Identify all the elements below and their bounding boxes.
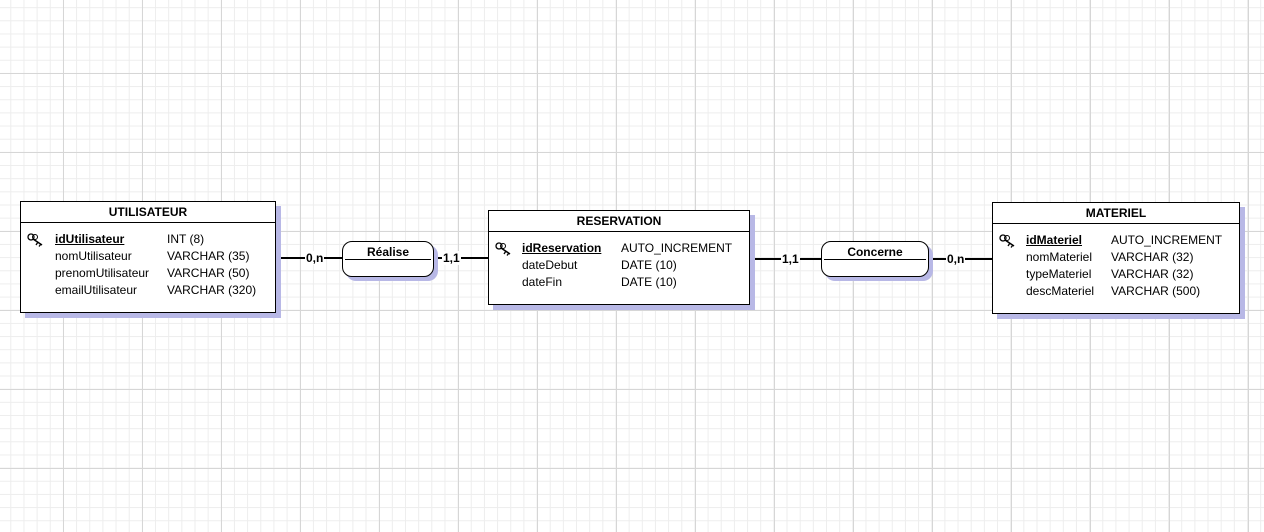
entity-reservation[interactable]: RESERVATION idReservation AUTO_INCREMENT… [488, 210, 750, 305]
attribute-row: descMateriel VARCHAR (500) [993, 283, 1239, 300]
attribute-row: idReservation AUTO_INCREMENT [489, 240, 749, 257]
key-icon [999, 234, 1015, 248]
attribute-name: dateFin [522, 275, 563, 289]
cardinality-utilisateur-realise: 0,n [305, 251, 325, 265]
attribute-name: typeMateriel [1026, 267, 1092, 281]
attribute-row: typeMateriel VARCHAR (32) [993, 266, 1239, 283]
entity-attributes: idMateriel AUTO_INCREMENT nomMateriel VA… [993, 224, 1239, 300]
attribute-type: INT (8) [167, 232, 205, 246]
entity-utilisateur[interactable]: UTILISATEUR idUtilisateur INT (8) nomUti… [20, 201, 276, 313]
attribute-row: emailUtilisateur VARCHAR (320) [21, 282, 275, 299]
cardinality-realise-reservation: 1,1 [442, 251, 461, 265]
attribute-name: descMateriel [1026, 284, 1095, 298]
attribute-name: dateDebut [522, 258, 578, 272]
attribute-type: VARCHAR (32) [1111, 267, 1194, 281]
entity-title: UTILISATEUR [21, 202, 275, 223]
entity-attributes: idUtilisateur INT (8) nomUtilisateur VAR… [21, 223, 275, 299]
attribute-type: VARCHAR (320) [167, 283, 257, 297]
attribute-type: VARCHAR (35) [167, 249, 250, 263]
attribute-name: nomMateriel [1026, 250, 1093, 264]
attribute-name: nomUtilisateur [55, 249, 132, 263]
attribute-row: idMateriel AUTO_INCREMENT [993, 232, 1239, 249]
primary-key-name: idReservation [522, 241, 602, 255]
attribute-row: nomUtilisateur VARCHAR (35) [21, 248, 275, 265]
attribute-type: VARCHAR (32) [1111, 250, 1194, 264]
association-concerne[interactable]: Concerne [821, 241, 929, 277]
attribute-type: VARCHAR (50) [167, 266, 250, 280]
attribute-type: AUTO_INCREMENT [621, 241, 733, 255]
cardinality-concerne-materiel: 0,n [946, 252, 966, 266]
primary-key-name: idMateriel [1026, 233, 1083, 247]
attribute-name: prenomUtilisateur [55, 266, 150, 280]
entity-attributes: idReservation AUTO_INCREMENT dateDebut D… [489, 232, 749, 291]
association-title: Concerne [824, 242, 926, 260]
attribute-type: DATE (10) [621, 275, 677, 289]
attribute-row: dateFin DATE (10) [489, 274, 749, 291]
key-icon [495, 242, 511, 256]
attribute-row: prenomUtilisateur VARCHAR (50) [21, 265, 275, 282]
attribute-row: nomMateriel VARCHAR (32) [993, 249, 1239, 266]
association-title: Réalise [345, 242, 431, 260]
attribute-type: VARCHAR (500) [1111, 284, 1201, 298]
entity-title: RESERVATION [489, 211, 749, 232]
link-realise-reservation [434, 257, 489, 259]
attribute-row: dateDebut DATE (10) [489, 257, 749, 274]
entity-title: MATERIEL [993, 203, 1239, 224]
cardinality-reservation-concerne: 1,1 [781, 252, 800, 266]
attribute-row: idUtilisateur INT (8) [21, 231, 275, 248]
association-realise[interactable]: Réalise [342, 241, 434, 277]
key-icon [27, 233, 43, 247]
attribute-name: emailUtilisateur [55, 283, 138, 297]
attribute-type: DATE (10) [621, 258, 677, 272]
entity-materiel[interactable]: MATERIEL idMateriel AUTO_INCREMENT nomMa… [992, 202, 1240, 314]
primary-key-name: idUtilisateur [55, 232, 125, 246]
attribute-type: AUTO_INCREMENT [1111, 233, 1223, 247]
